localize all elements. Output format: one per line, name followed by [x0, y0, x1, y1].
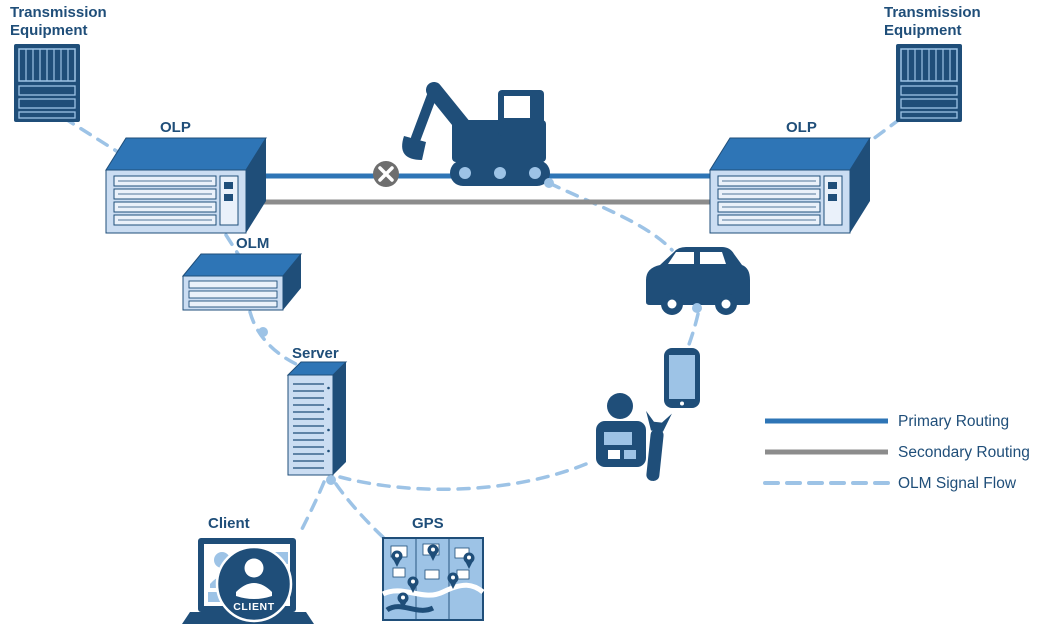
- client-label: Client: [208, 515, 250, 532]
- client-badge: CLIENT: [215, 545, 293, 623]
- fiber-cut-marker: [373, 161, 399, 187]
- olp-right-label: OLP: [786, 119, 817, 136]
- olm-signal-flow-paths: [62, 116, 902, 543]
- signal-rack-left-to-olp-left: [62, 116, 120, 154]
- signal-vehicle-to-phone: [685, 312, 700, 352]
- olp-left-device: [105, 137, 267, 234]
- olm-device: [181, 253, 303, 311]
- legend-primary-label: Primary Routing: [898, 413, 1009, 430]
- signal-server-to-gps: [334, 482, 389, 543]
- transmission-equipment-left-icon: [13, 43, 81, 123]
- technician-phone-icon: [664, 348, 700, 408]
- excavator-cab-window: [504, 96, 530, 118]
- client-device: CLIENT: [182, 538, 314, 624]
- server-device: [286, 361, 348, 476]
- olp-left-label: OLP: [160, 119, 191, 136]
- map-road-dark: [385, 604, 435, 613]
- legend-olm-signal-label: OLM Signal Flow: [898, 475, 1017, 492]
- transmission-right-label-line2: Equipment: [884, 22, 962, 39]
- transmission-right-label-line1: Transmission: [884, 4, 981, 21]
- legend: Primary Routing Secondary Routing OLM Si…: [763, 413, 1030, 492]
- server-label: Server: [292, 345, 339, 362]
- signal-server-to-client: [299, 480, 326, 533]
- excavator-icon: [402, 82, 550, 186]
- gps-map-icon: [381, 537, 485, 621]
- olm-label: OLM: [236, 235, 269, 252]
- transmission-left-label-line2: Equipment: [10, 22, 88, 39]
- signal-olm-to-server: [248, 310, 298, 366]
- excavator-bucket: [402, 136, 426, 160]
- wrench-icon: [646, 410, 672, 481]
- map-road-white: [381, 582, 485, 598]
- signal-technician-to-server: [338, 462, 588, 492]
- technician-icon: [596, 393, 672, 481]
- legend-secondary-label: Secondary Routing: [898, 444, 1030, 461]
- transmission-left-label-line1: Transmission: [10, 4, 107, 21]
- server-front-slots: [293, 383, 324, 469]
- signal-junction-dots: [258, 178, 702, 485]
- olp-right-device: [709, 137, 871, 234]
- olm-front-slots: [188, 280, 278, 308]
- client-badge-text: CLIENT: [233, 601, 275, 613]
- signal-olp-left-to-olm: [224, 233, 242, 259]
- badge-user-icon: [244, 558, 264, 578]
- signal-cutpoint-to-vehicle: [547, 181, 674, 252]
- transmission-equipment-right-icon: [895, 43, 963, 123]
- gps-label: GPS: [412, 515, 444, 532]
- maintenance-vehicle-icon: [646, 247, 750, 315]
